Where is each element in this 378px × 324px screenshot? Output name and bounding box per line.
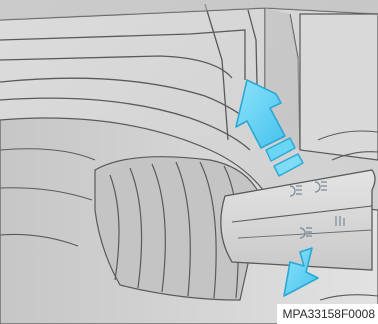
- figure-reference-code: MPA33158F0008: [277, 304, 378, 324]
- side-panel: [300, 14, 378, 160]
